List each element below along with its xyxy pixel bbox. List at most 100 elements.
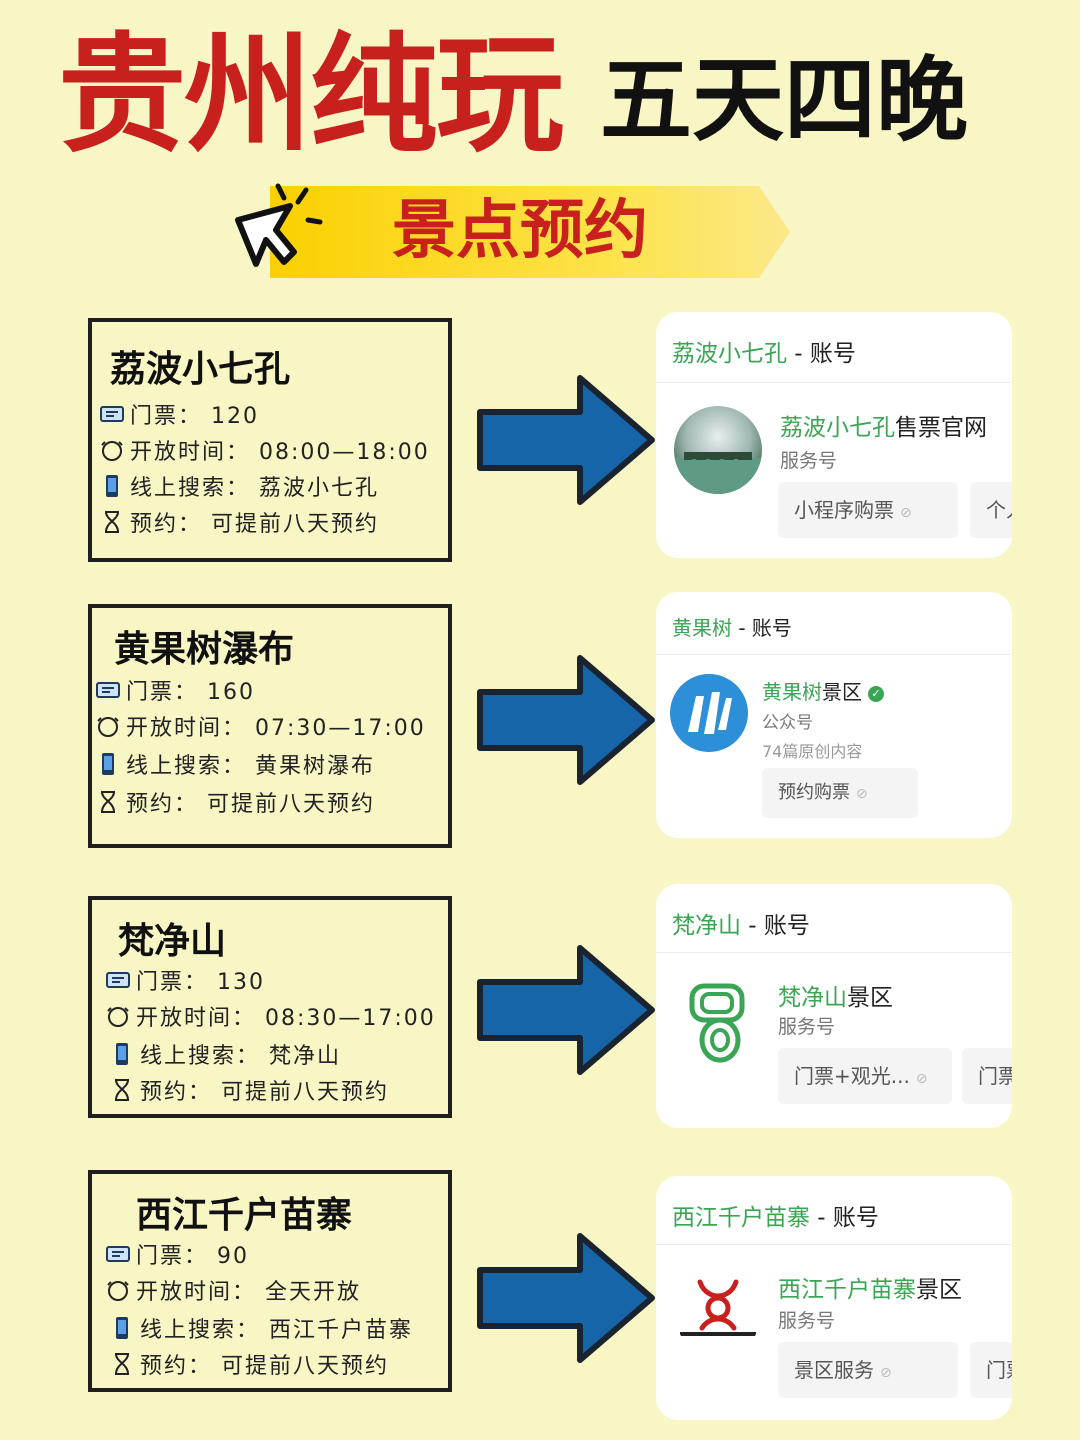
cursor-click-icon [235,183,323,267]
account-name-highlight: 梵净山 [778,985,847,1011]
card-header-name: 西江千户苗寨 [672,1205,810,1231]
spot-name: 西江千户苗寨 [136,1195,353,1236]
page-title: 贵州纯玩 [58,21,564,170]
ticket-icon [96,682,120,698]
booking-text: 预约： 可提前八天预约 [126,792,375,817]
booking-text: 预约： 可提前八天预约 [140,1354,389,1379]
card-header-suffix: - 账号 [741,913,810,939]
card-divider [656,952,1012,953]
spot-name: 梵净山 [118,921,227,962]
menu-chip[interactable]: 门票 [970,1342,1012,1398]
account-name[interactable]: 荔波小七孔售票官网 [780,408,987,442]
ticket-text: 门票： 130 [136,970,265,995]
link-icon: ⊘ [856,786,868,802]
account-card[interactable]: 西江千户苗寨 - 账号 西江千户苗寨景区 服务号 景区服务⊘ 门票 [656,1176,1012,1420]
search-text: 线上搜索： 梵净山 [140,1044,341,1069]
menu-chip[interactable]: 小程序购票 ⊘ [778,482,958,538]
menu-chip[interactable]: 个人 [970,482,1012,538]
account-card[interactable]: 梵净山 - 账号 梵净山景区 服务号 门票+观光...⊘ 门票 [656,884,1012,1128]
hours-line: 开放时间： 07:30—17:00 [96,710,426,742]
account-avatar[interactable] [674,1268,762,1356]
account-name-rest: 景区 [916,1277,962,1303]
alarm-clock-icon [107,1007,129,1027]
account-name[interactable]: 黄果树景区✓ [762,676,884,705]
account-avatar[interactable] [674,406,762,494]
ticket-icon [106,1246,130,1262]
chip-label: 个人 [986,498,1012,522]
account-name-highlight: 西江千户苗寨 [778,1277,916,1303]
right-arrow-icon [477,375,655,505]
account-name[interactable]: 梵净山景区 [778,978,893,1012]
card-divider [656,1244,1012,1245]
account-name[interactable]: 西江千户苗寨景区 [778,1270,962,1304]
phone-icon [102,753,114,775]
account-name-highlight: 荔波小七孔 [780,415,895,441]
alarm-clock-icon [97,717,119,737]
phone-icon [116,1317,128,1339]
link-icon: ⊘ [900,505,912,521]
booking-text: 预约： 可提前八天预约 [140,1080,389,1105]
card-divider [656,654,1012,655]
mountain-spiral-logo-icon [689,983,745,1063]
chip-label: 预约购票 [778,782,850,803]
hours-text: 开放时间： 全天开放 [136,1280,361,1305]
card-header: 西江千户苗寨 - 账号 [672,1198,879,1232]
search-line: 线上搜索： 荔波小七孔 [100,470,379,502]
chip-label: 景区服务 [794,1358,874,1382]
booking-line: 预约： 可提前八天预约 [110,1074,389,1106]
ticket-icon [106,972,130,988]
page-subtitle: 五天四晚 [600,47,969,154]
chip-label: 小程序购票 [794,498,894,522]
card-header-name: 梵净山 [672,913,741,939]
account-avatar[interactable] [674,978,762,1066]
account-type: 服务号 [778,1016,836,1038]
right-arrow-icon [477,945,655,1075]
waterfall-logo-icon [688,692,732,734]
account-name-rest: 售票官网 [895,415,987,441]
hourglass-icon [100,791,116,813]
menu-chip[interactable]: 景区服务 ⊘ [778,1342,958,1398]
card-divider [656,382,1012,383]
search-text: 线上搜索： 荔波小七孔 [130,476,379,501]
menu-chip[interactable]: 门票 [962,1048,1012,1104]
hours-text: 开放时间： 07:30—17:00 [126,716,426,741]
spot-name: 荔波小七孔 [110,349,291,390]
banner-title: 景点预约 [392,194,648,268]
card-header-suffix: - 账号 [810,1205,879,1231]
card-header-suffix: - 账号 [787,341,856,367]
hours-text: 开放时间： 08:00—18:00 [130,440,430,465]
ticket-line: 门票： 130 [106,964,265,996]
ticket-line: 门票： 120 [100,398,259,430]
booking-line: 预约： 可提前八天预约 [96,786,375,818]
search-line: 线上搜索： 西江千户苗寨 [110,1312,413,1344]
verified-icon: ✓ [868,685,884,702]
search-text: 线上搜索： 黄果树瀑布 [126,754,375,779]
alarm-clock-icon [101,441,123,461]
link-icon: ⊘ [880,1365,892,1381]
account-avatar[interactable] [670,674,748,752]
phone-icon [116,1043,128,1065]
link-icon: ⊘ [915,1071,928,1087]
right-arrow-icon [477,1233,655,1363]
spot-info-box: 梵净山 门票： 130 开放时间： 08:30—17:00 线上搜索： 梵净山 … [88,896,452,1118]
account-card[interactable]: 黄果树 - 账号 黄果树景区✓ 公众号 74篇原创内容 预约购票⊘ [656,592,1012,838]
section-banner [270,186,790,278]
hours-text: 开放时间： 08:30—17:00 [136,1006,436,1031]
booking-line: 预约： 可提前八天预约 [100,506,379,538]
miao-village-logo-icon [680,1279,756,1336]
hourglass-icon [114,1353,130,1375]
card-header: 荔波小七孔 - 账号 [672,334,856,368]
hours-line: 开放时间： 08:00—18:00 [100,434,430,466]
card-header-name: 荔波小七孔 [672,341,787,367]
hourglass-icon [114,1079,130,1101]
menu-chip[interactable]: 门票+观光...⊘ [778,1048,952,1104]
account-name-highlight: 黄果树 [762,680,822,704]
account-card[interactable]: 荔波小七孔 - 账号 荔波小七孔售票官网 服务号 小程序购票⊘ 个人 [656,312,1012,558]
menu-chip[interactable]: 预约购票 ⊘ [762,768,918,818]
hours-line: 开放时间： 全天开放 [106,1274,361,1306]
account-type: 服务号 [778,1310,836,1332]
bridge-photo-icon [674,452,762,494]
spot-name: 黄果树瀑布 [114,629,295,670]
ticket-text: 门票： 120 [130,404,259,429]
account-type: 服务号 [780,450,838,472]
